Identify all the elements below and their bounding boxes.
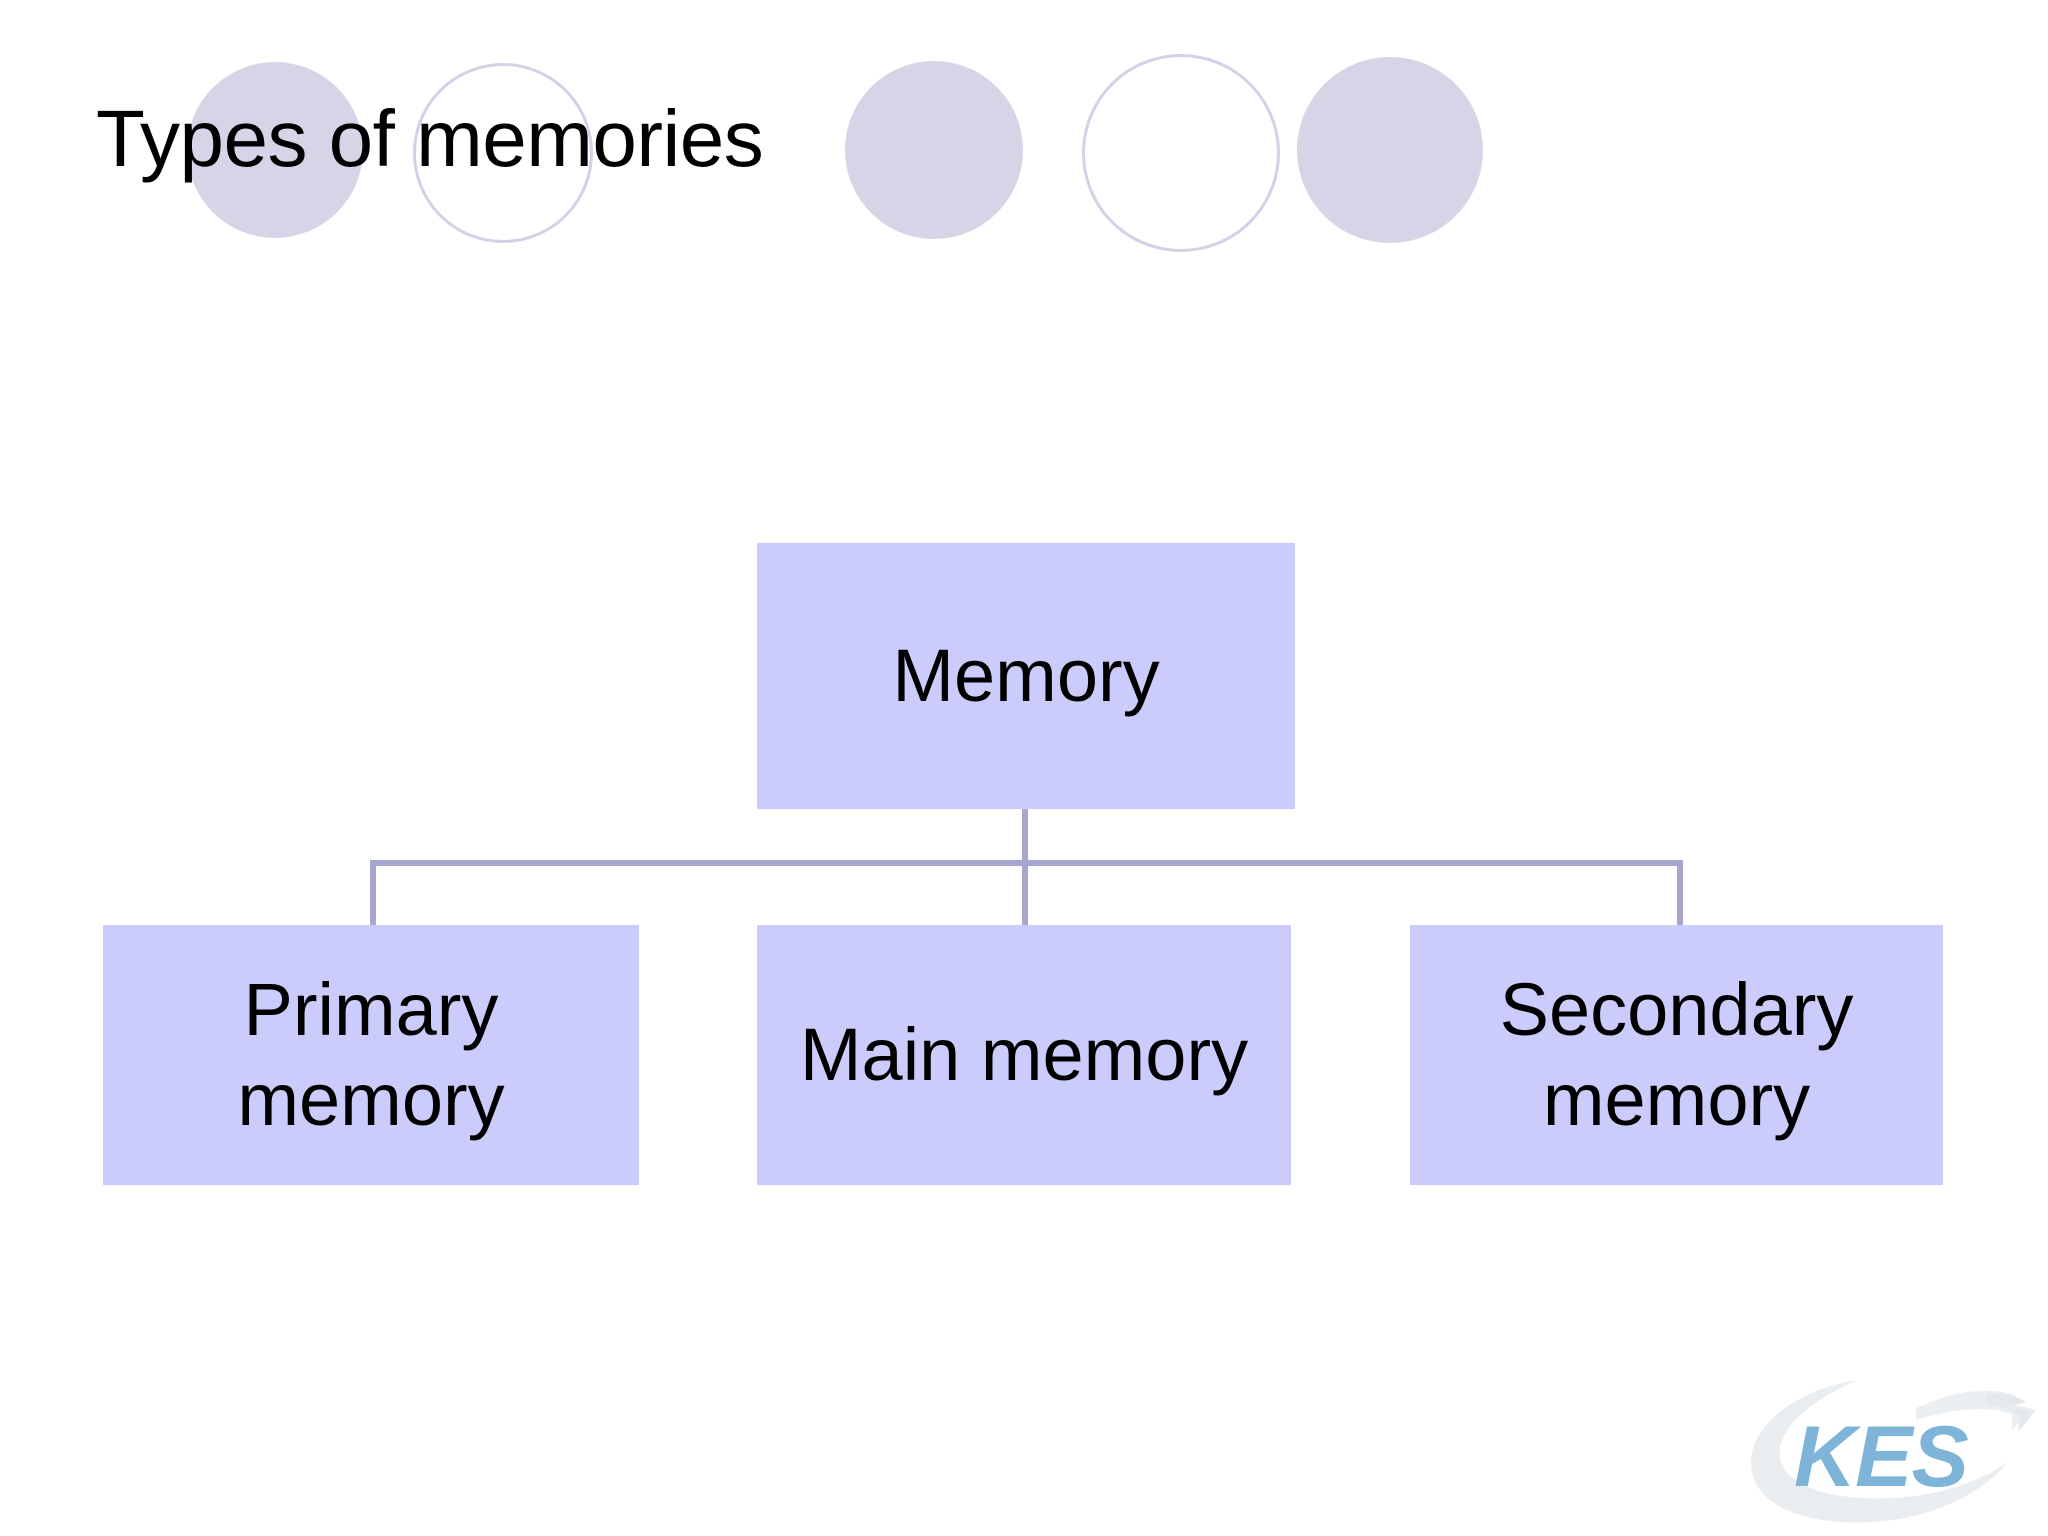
connector-stem-vertical xyxy=(1022,809,1028,866)
diagram-node-secondary-memory: Secondary memory xyxy=(1410,925,1943,1185)
connector-drop-secondary xyxy=(1677,860,1683,927)
connector-drop-primary xyxy=(370,860,376,927)
diagram-node-label: Memory xyxy=(892,633,1160,717)
diagram-node-label: Main memory xyxy=(799,1012,1249,1096)
logo-wordmark: KES xyxy=(1794,1409,1968,1505)
diagram-node-primary-memory: Primary memory xyxy=(103,925,639,1185)
diagram-node-label: Primary memory xyxy=(237,967,505,1141)
diagram-node-label: Secondary memory xyxy=(1499,967,1854,1141)
connector-drop-main xyxy=(1022,860,1028,927)
kes-logo: KES xyxy=(1740,1368,2048,1536)
logo-swoosh-icon xyxy=(1751,1380,2036,1523)
diagram-node-main-memory: Main memory xyxy=(757,925,1291,1185)
page-title: Types of memories xyxy=(96,94,764,183)
diagram-node-memory: Memory xyxy=(757,543,1295,809)
